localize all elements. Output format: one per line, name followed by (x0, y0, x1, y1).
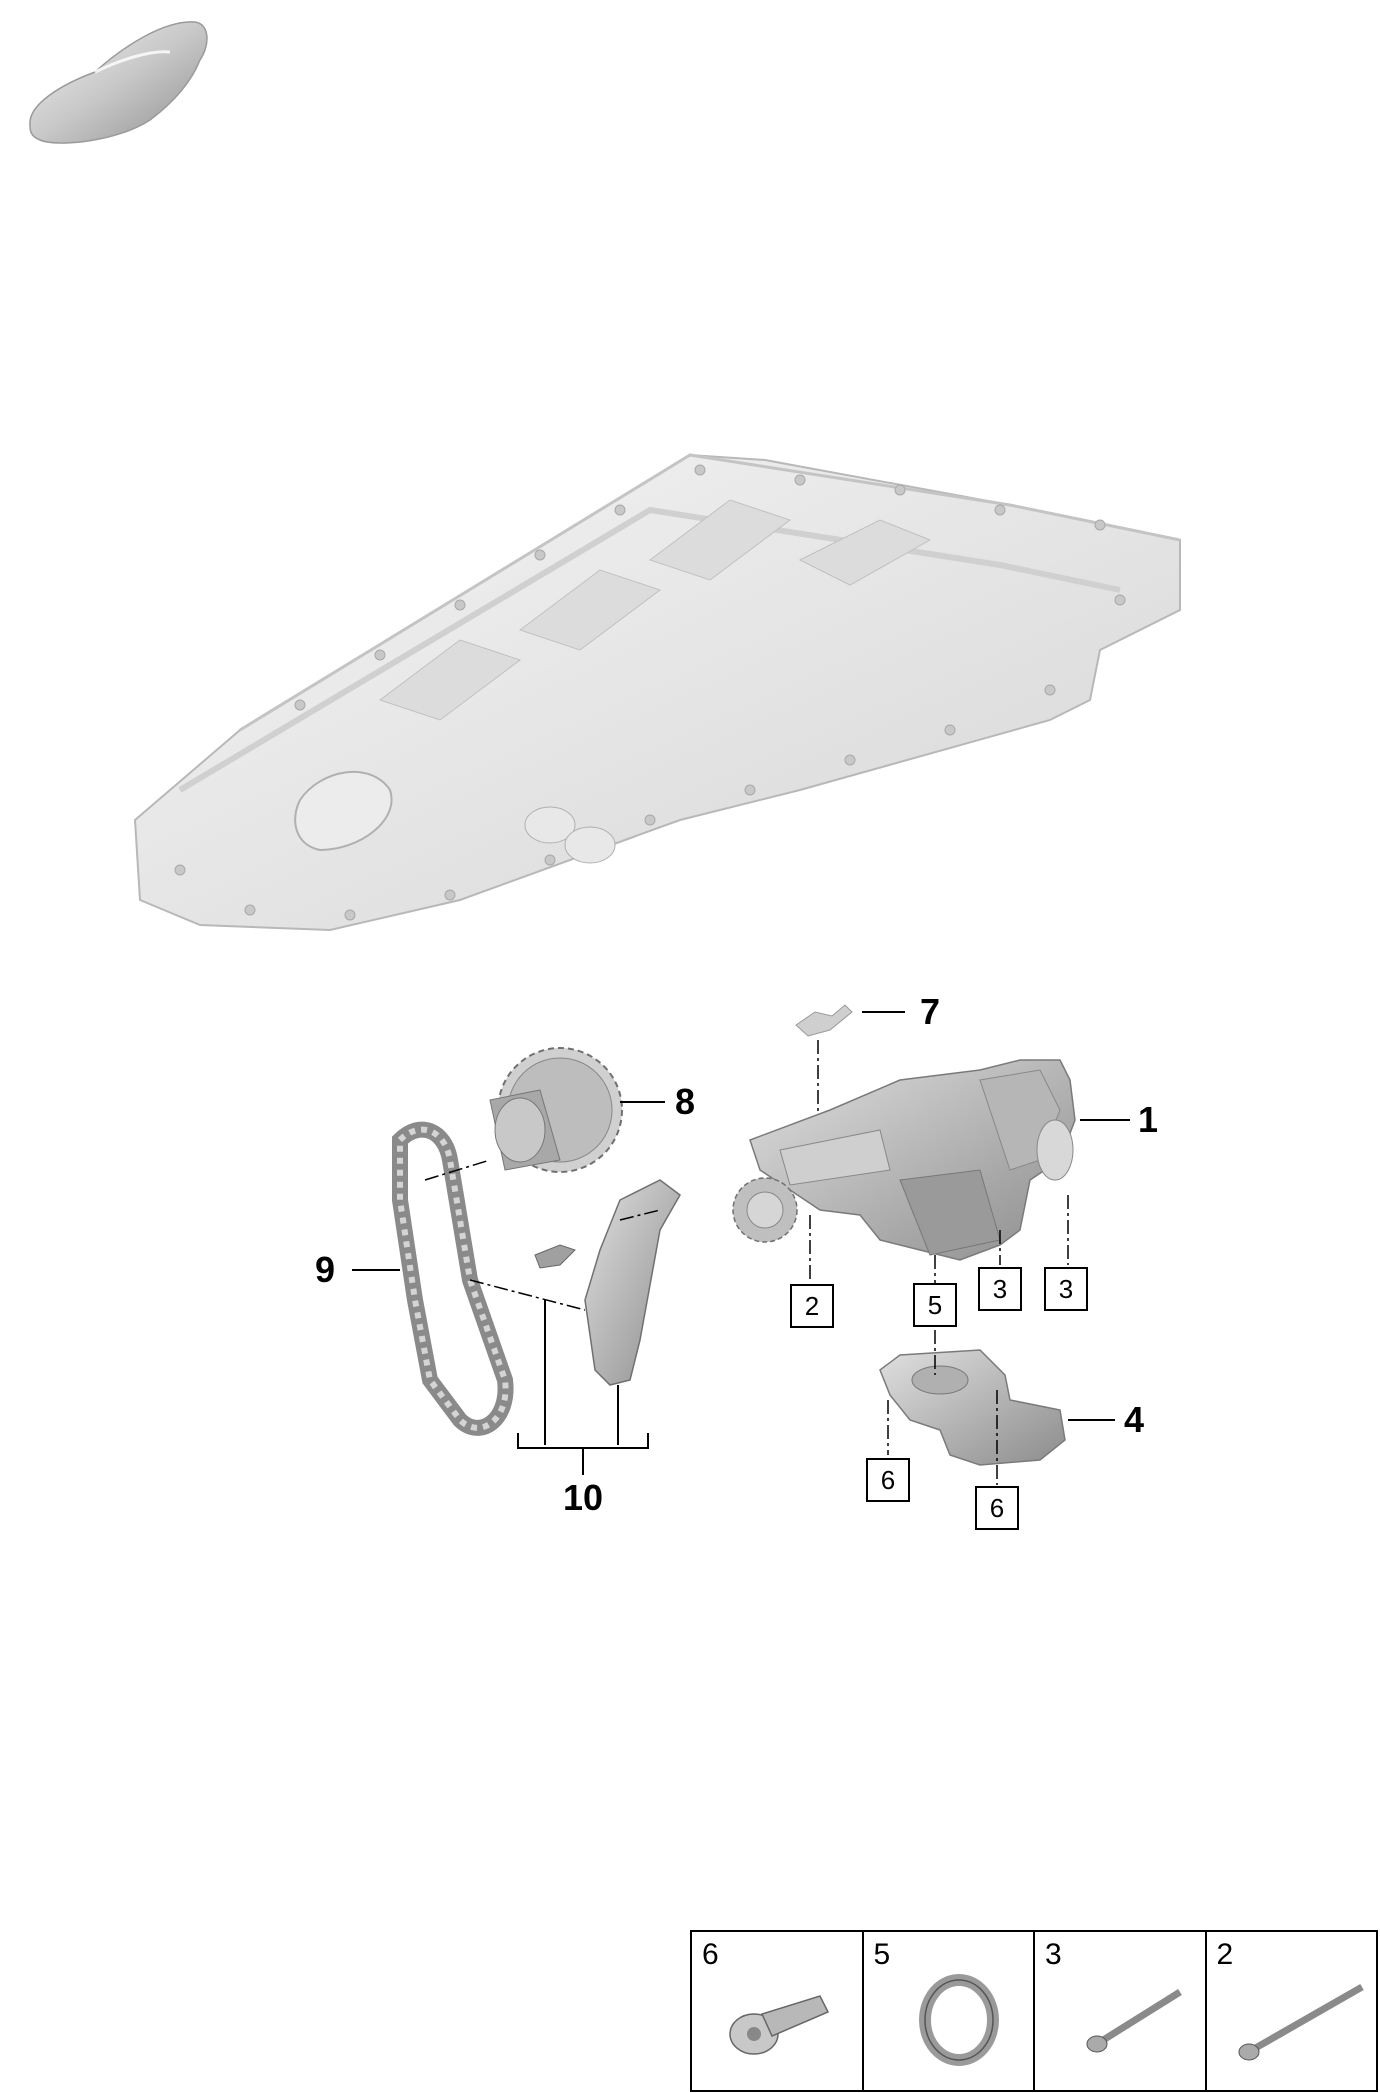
car-silhouette-icon (29, 21, 208, 144)
oil-pickup-icon (879, 1349, 1066, 1466)
legend-cell-6: 6 (692, 1932, 864, 2090)
callout-10: 10 (563, 1477, 604, 1518)
callout-1: 1 (1138, 1099, 1159, 1140)
long-screw-icon (1238, 1983, 1364, 2061)
legend-number: 6 (702, 1938, 719, 1971)
screw-icon (1086, 1989, 1182, 2053)
box-label-6-b: 6 (975, 1486, 1019, 1530)
legend-number: 2 (1216, 1938, 1234, 1971)
box-label-6-a: 6 (866, 1458, 910, 1502)
sensor-icon (795, 1004, 853, 1037)
box-label-5: 5 (913, 1283, 957, 1327)
box-label-3-b: 3 (1044, 1267, 1088, 1311)
timing-chain-icon (392, 1121, 514, 1436)
oil-pan-housing-icon (133, 453, 1181, 932)
bolt-icon (729, 1995, 830, 2055)
callout-4: 4 (1124, 1399, 1145, 1440)
legend-number: 5 (873, 1938, 891, 1971)
legend-cell-3: 3 (1035, 1932, 1207, 2090)
sprocket-gear-icon (489, 1047, 623, 1173)
fastener-legend: 6 5 3 2 (690, 1930, 1378, 2092)
oil-pump-icon (732, 1059, 1076, 1261)
o-ring-icon (918, 1974, 999, 2066)
box-label-3-a: 3 (978, 1267, 1022, 1311)
callout-9: 9 (315, 1249, 336, 1290)
legend-number: 3 (1045, 1938, 1062, 1971)
legend-cell-5: 5 (864, 1932, 1035, 2090)
legend-cell-2: 2 (1207, 1932, 1377, 2090)
callout-8: 8 (675, 1081, 696, 1122)
chain-tensioner-icon (534, 1179, 681, 1386)
box-label-2: 2 (790, 1284, 834, 1328)
callout-7: 7 (920, 991, 941, 1032)
